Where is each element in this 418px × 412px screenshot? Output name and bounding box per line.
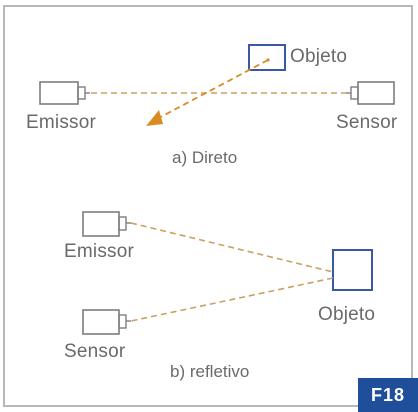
panel-b-sensor-label: Sensor	[64, 341, 126, 362]
figure-number-badge: F18	[358, 378, 418, 412]
panel-b-beam-out	[130, 222, 334, 273]
panel-b-object-label: Objeto	[318, 304, 376, 325]
panel-b-emitter-label: Emissor	[64, 241, 135, 262]
panel-a-emitter-device	[39, 81, 90, 105]
panel-a-emitter-label: Emissor	[26, 112, 97, 133]
outer-border	[3, 5, 413, 407]
panel-a-arrowhead	[146, 110, 163, 126]
panel-b-emitter-device	[82, 211, 131, 237]
panel-b-object-box	[332, 249, 373, 291]
panel-a-caption: a) Direto	[172, 148, 238, 167]
panel-a-sensor-device	[346, 81, 395, 105]
panel-a-interrupt-arrow	[154, 59, 269, 121]
panel-b-sensor-device	[82, 309, 131, 335]
panel-b-caption: b) refletivo	[170, 362, 250, 381]
panel-b-beam-return	[130, 277, 334, 322]
panel-a-object-label: Objeto	[290, 46, 348, 67]
panel-a-object-box	[248, 44, 286, 71]
panel-a-sensor-label: Sensor	[336, 112, 398, 133]
